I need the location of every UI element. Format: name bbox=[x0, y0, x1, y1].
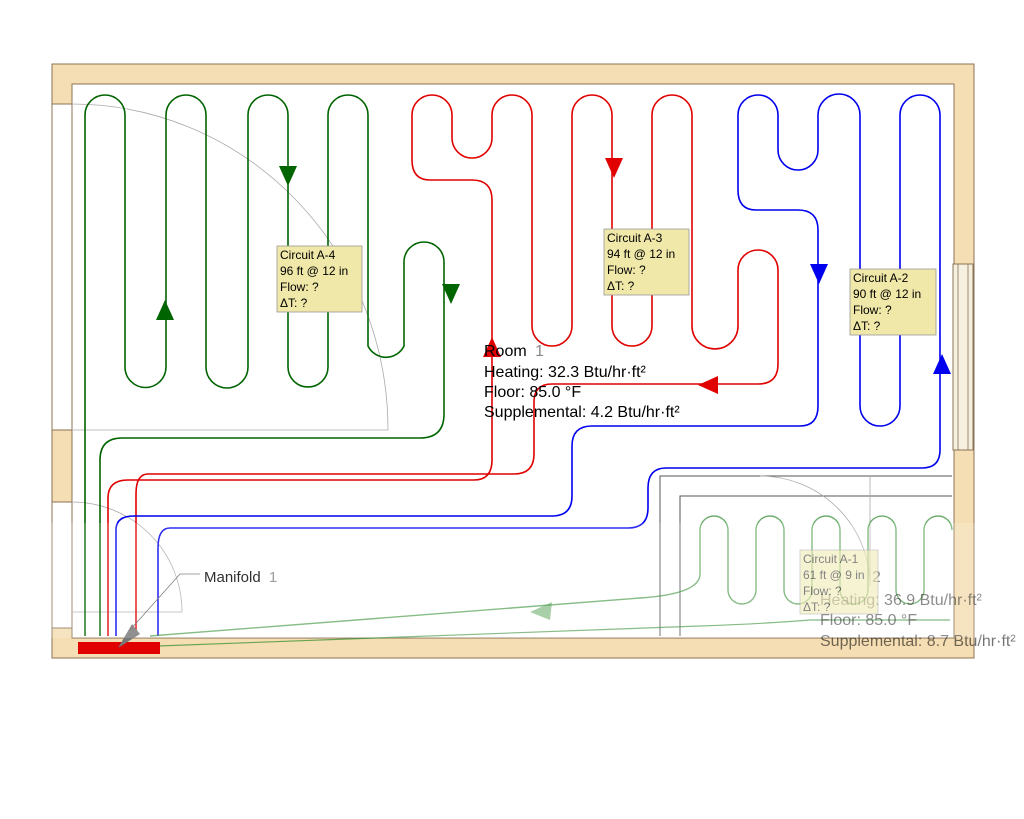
manifold-number: 1 bbox=[269, 569, 277, 586]
circuit-a1-return bbox=[157, 619, 950, 647]
circuit-flow: Flow: ? bbox=[803, 584, 842, 598]
circuit-flow: Flow: ? bbox=[280, 280, 319, 294]
circuit-a4-arrow-up bbox=[156, 300, 174, 320]
door-swing-upper bbox=[71, 103, 389, 431]
circuit-length: 90 ft @ 12 in bbox=[853, 287, 921, 301]
circuit-a2-arrow-up bbox=[933, 354, 951, 374]
circuit-label-a2[interactable]: Circuit A-2 90 ft @ 12 in Flow: ? ΔT: ? bbox=[849, 268, 937, 336]
room2-supplemental: Supplemental: 8.7 Btu/hr·ft² bbox=[820, 633, 1016, 650]
circuit-a4-arrow-down bbox=[442, 284, 460, 304]
circuit-flow: Flow: ? bbox=[607, 263, 646, 277]
circuit-a4-loop bbox=[84, 94, 445, 636]
circuit-a1-loop bbox=[149, 515, 953, 637]
manifold-label: Manifold bbox=[204, 569, 261, 586]
circuit-label-a4[interactable]: Circuit A-4 96 ft @ 12 in Flow: ? ΔT: ? bbox=[276, 245, 363, 313]
circuit-length: 61 ft @ 9 in bbox=[803, 568, 865, 582]
circuit-name: Circuit A-2 bbox=[853, 271, 909, 285]
circuit-a2-loop bbox=[115, 93, 941, 636]
circuit-a3-loop bbox=[107, 94, 779, 636]
circuit-label-a3[interactable]: Circuit A-3 94 ft @ 12 in Flow: ? ΔT: ? bbox=[603, 228, 690, 296]
room2-wall bbox=[659, 475, 952, 636]
circuit-a3-arrow-down bbox=[605, 158, 623, 178]
circuit-length: 96 ft @ 12 in bbox=[280, 264, 348, 278]
circuit-a1-arrow-left bbox=[530, 602, 552, 620]
room1-number: 1 bbox=[535, 343, 544, 360]
outer-wall bbox=[51, 63, 975, 659]
door-opening-top-left bbox=[51, 103, 73, 431]
manifold-pointer-icon bbox=[118, 624, 140, 648]
circuit-delta-t: ΔT: ? bbox=[280, 296, 308, 310]
svg-text:Manifold 1: Manifold 1 bbox=[204, 569, 277, 586]
circuit-a2-arrow-down bbox=[810, 264, 828, 284]
selection-overlay bbox=[0, 523, 1024, 638]
circuit-a4-arrow-down bbox=[279, 166, 297, 186]
svg-text:Room 1: Room 1 bbox=[484, 343, 544, 360]
circuit-a3-arrow-left bbox=[698, 376, 718, 394]
circuit-a3-arrow-up bbox=[483, 337, 501, 357]
circuit-length: 94 ft @ 12 in bbox=[607, 247, 675, 261]
room1-floor: Floor: 85.0 °F bbox=[484, 384, 581, 401]
manifold-leader-line bbox=[129, 573, 181, 631]
room1-heating: Heating: 32.3 Btu/hr·ft² bbox=[484, 364, 647, 381]
circuit-name: Circuit A-3 bbox=[607, 231, 663, 245]
circuit-delta-t: ΔT: ? bbox=[853, 319, 881, 333]
room1-name: Room bbox=[484, 343, 527, 360]
walls bbox=[51, 63, 975, 659]
manifold-bar[interactable] bbox=[78, 642, 160, 654]
circuit-name: Circuit A-1 bbox=[803, 552, 859, 566]
manifold[interactable]: Manifold 1 bbox=[78, 569, 277, 654]
circuit-delta-t: ΔT: ? bbox=[803, 600, 831, 614]
window-right bbox=[952, 263, 974, 451]
circuit-label-a1[interactable]: Circuit A-1 61 ft @ 9 in Flow: ? ΔT: ? bbox=[799, 549, 879, 615]
circuit-name: Circuit A-4 bbox=[280, 248, 336, 262]
door-opening-bottom-left bbox=[51, 501, 73, 629]
circuit-flow: Flow: ? bbox=[853, 303, 892, 317]
room1-supplemental: Supplemental: 4.2 Btu/hr·ft² bbox=[484, 404, 680, 421]
circuit-delta-t: ΔT: ? bbox=[607, 279, 635, 293]
room2-floor: Floor: 85.0 °F bbox=[820, 612, 917, 629]
room1-info[interactable]: Room 1 Heating: 32.3 Btu/hr·ft² Floor: 8… bbox=[484, 343, 680, 421]
door-swing-lower bbox=[71, 501, 183, 613]
